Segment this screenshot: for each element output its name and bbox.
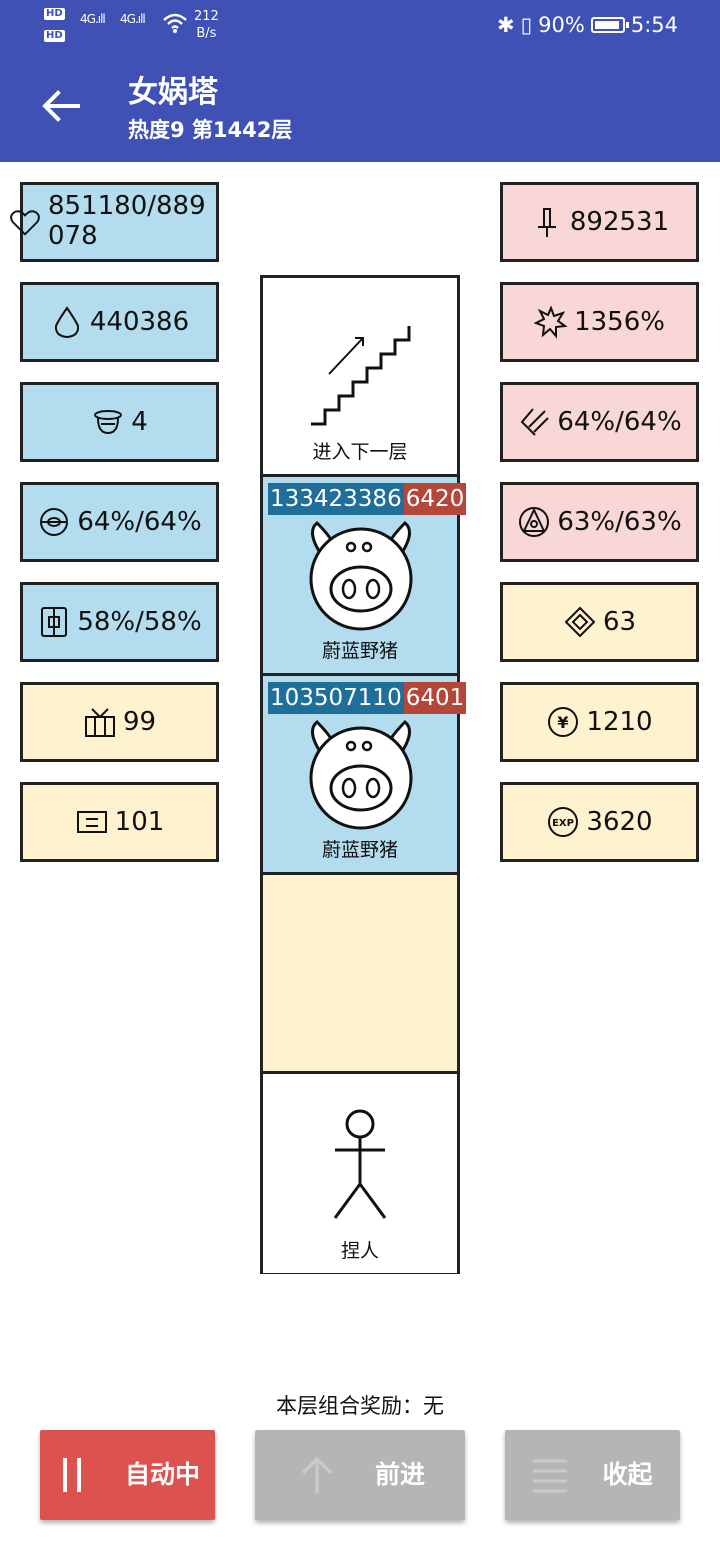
stat-triangle: 63%/63% bbox=[500, 482, 699, 562]
slash-icon bbox=[517, 405, 551, 439]
enemy-name: 蔚蓝野猪 bbox=[321, 839, 398, 861]
auto-button-label: 自动中 bbox=[124, 1460, 200, 1489]
stat-value: 101 bbox=[114, 807, 165, 837]
stairs-icon bbox=[311, 326, 411, 426]
stat-value: 63 bbox=[602, 607, 637, 637]
forward-button-label: 前进 bbox=[374, 1460, 425, 1489]
drop-icon bbox=[50, 305, 84, 339]
stat-diamond: 63 bbox=[500, 582, 699, 662]
chest-icon bbox=[83, 705, 117, 739]
status-bar-right: ✱ ▯ 90% 5:54 bbox=[497, 10, 678, 40]
enemy-hp: 103507110 bbox=[268, 682, 404, 714]
stat-exp: EXP 3620 bbox=[500, 782, 699, 862]
stat-value: 440386 bbox=[89, 307, 190, 337]
stat-value: 3620 bbox=[586, 807, 653, 837]
pause-icon bbox=[63, 1458, 81, 1492]
burst-icon bbox=[533, 305, 568, 339]
bluetooth-icon: ✱ bbox=[496, 13, 515, 37]
back-arrow-icon[interactable] bbox=[38, 84, 82, 128]
stat-defense: 4 bbox=[20, 382, 219, 462]
hd-badge-1: HD bbox=[44, 8, 65, 20]
stat-value: 892531 bbox=[569, 207, 670, 237]
stairs-cell[interactable]: 进入下一层 bbox=[263, 278, 457, 477]
stat-value: 63%/63% bbox=[557, 507, 682, 537]
stat-chest: 99 bbox=[20, 682, 219, 762]
sword-icon bbox=[530, 205, 564, 239]
enemy-attack: 6401 bbox=[403, 682, 467, 714]
net-speed: 212 B/s bbox=[194, 9, 219, 41]
clock: 5:54 bbox=[630, 13, 678, 37]
stairs-label: 进入下一层 bbox=[312, 441, 408, 463]
arrow-up-icon bbox=[301, 1456, 333, 1493]
stat-value: 1210 bbox=[586, 707, 653, 737]
fold-button-label: 收起 bbox=[602, 1460, 653, 1489]
helmet-icon bbox=[91, 405, 125, 439]
stat-attack: 892531 bbox=[500, 182, 699, 262]
app-bar: HD HD 4G.ıll 4G.ıll 212 B/s ✱ ▯ 90% 5:54… bbox=[0, 0, 720, 162]
stat-mp: 440386 bbox=[20, 282, 219, 362]
exp-icon: EXP bbox=[546, 805, 580, 839]
scroll-icon bbox=[75, 805, 109, 839]
player-label: 捏人 bbox=[340, 1240, 379, 1262]
enemy-name: 蔚蓝野猪 bbox=[321, 640, 398, 662]
stat-gold: ¥ 1210 bbox=[500, 682, 699, 762]
coin-icon: ¥ bbox=[546, 705, 580, 739]
boar-icon bbox=[309, 719, 413, 830]
heart-icon bbox=[9, 207, 41, 239]
stat-value: 64%/64% bbox=[557, 407, 682, 437]
stat-crit-damage: 1356% bbox=[500, 282, 699, 362]
stat-hp: 851180/889078 bbox=[10, 182, 219, 262]
stat-shield: 58%/58% bbox=[20, 582, 219, 662]
empty-cell[interactable] bbox=[263, 875, 457, 1074]
stat-value: 99 bbox=[122, 707, 157, 737]
vibrate-icon: ▯ bbox=[520, 13, 533, 37]
battery-icon bbox=[590, 17, 629, 33]
menu-icon bbox=[533, 1459, 567, 1493]
floor-reward-text: 本层组合奖励：无 bbox=[276, 1394, 444, 1418]
stat-value: 58%/58% bbox=[77, 607, 202, 637]
stat-value: 1356% bbox=[574, 307, 665, 337]
signal-icon-2: 4G.ıll bbox=[120, 12, 146, 26]
stat-value: 851180/889078 bbox=[48, 191, 206, 251]
auto-button[interactable]: 自动中 bbox=[40, 1430, 215, 1520]
svg-text:¥: ¥ bbox=[558, 713, 569, 732]
page-subtitle: 热度9 第1442层 bbox=[128, 118, 293, 142]
stat-scroll: 101 bbox=[20, 782, 219, 862]
battery-percent: 90% bbox=[538, 13, 585, 37]
shield-icon bbox=[37, 605, 71, 639]
enemy-attack: 6420 bbox=[403, 483, 467, 515]
status-bar-left: HD HD 4G.ıll 4G.ıll 212 B/s bbox=[44, 8, 234, 44]
enemy-hp: 133423386 bbox=[268, 483, 404, 515]
stat-orb: 64%/64% bbox=[20, 482, 219, 562]
boar-icon bbox=[309, 520, 413, 631]
forward-button[interactable]: 前进 bbox=[255, 1430, 465, 1520]
triangle-circle-icon bbox=[517, 505, 551, 539]
fold-button[interactable]: 收起 bbox=[505, 1430, 680, 1520]
wifi-icon bbox=[163, 13, 187, 33]
person-icon bbox=[333, 1109, 387, 1219]
signal-icon-1: 4G.ıll bbox=[80, 12, 106, 26]
hd-badge-2: HD bbox=[44, 30, 65, 42]
player-cell[interactable]: 捏人 bbox=[263, 1074, 457, 1273]
stat-value: 4 bbox=[131, 407, 148, 437]
svg-text:EXP: EXP bbox=[552, 818, 574, 829]
stat-value: 64%/64% bbox=[77, 507, 202, 537]
stat-slash: 64%/64% bbox=[500, 382, 699, 462]
orb-icon bbox=[37, 505, 71, 539]
page-title: 女娲塔 bbox=[128, 75, 218, 110]
diamond-icon bbox=[563, 605, 597, 639]
